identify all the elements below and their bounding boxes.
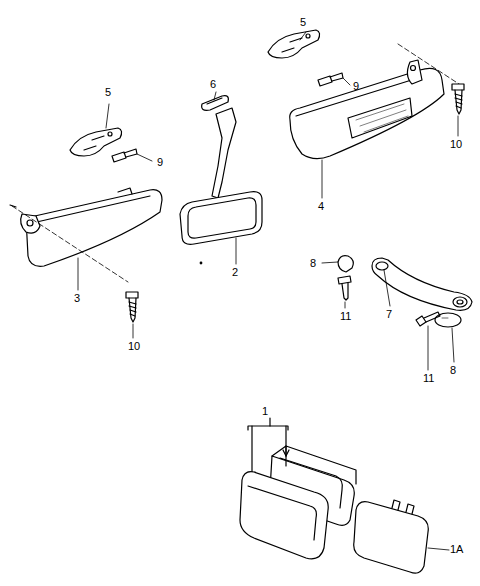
callout-number: 9	[157, 156, 163, 168]
left-sun-visor	[10, 188, 162, 282]
callout-number: 7	[386, 308, 392, 320]
callout-number: 1	[262, 405, 268, 417]
rear-view-mirror	[180, 96, 262, 264]
ashtray-cover-1A	[354, 500, 429, 573]
callout-number: 3	[74, 292, 80, 304]
callout-number: 11	[423, 372, 434, 384]
screw-10-left	[126, 292, 138, 322]
ashtray-drawer	[240, 472, 328, 559]
callout-number: 11	[340, 310, 351, 322]
callout-number: 10	[128, 340, 140, 352]
right-visor-clip	[268, 30, 320, 58]
cap-8-upper	[338, 256, 353, 272]
leader-lines	[78, 32, 458, 550]
callout-number: 5	[105, 86, 111, 98]
callout-number: 8	[450, 364, 456, 376]
screw-11-upper	[338, 276, 351, 300]
right-sun-visor	[290, 44, 462, 159]
grab-handle	[372, 258, 472, 310]
callout-number: 10	[450, 138, 462, 150]
screw-11-lower	[416, 312, 440, 326]
callout-number: 8	[310, 257, 316, 269]
callout-number: 2	[232, 266, 238, 278]
callout-number: 4	[318, 200, 324, 212]
callout-number: 1A	[450, 543, 463, 555]
screw-10-right	[452, 84, 464, 114]
callout-number: 9	[353, 80, 359, 92]
left-visor-clip	[70, 128, 122, 156]
callout-number: 5	[300, 16, 306, 28]
callout-number: 6	[210, 78, 216, 90]
screw-9-left	[112, 149, 137, 162]
screw-9-right	[318, 73, 343, 86]
